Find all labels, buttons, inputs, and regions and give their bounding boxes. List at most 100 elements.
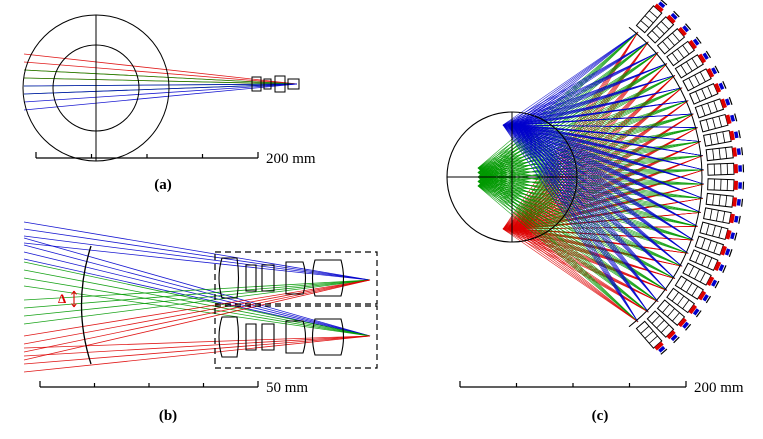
ray — [516, 124, 659, 302]
assembly-divider — [694, 269, 700, 280]
relay-lens-element — [274, 75, 286, 93]
ray — [23, 228, 371, 281]
channel-assembly-fan — [635, 0, 745, 355]
assembly-divider — [640, 20, 650, 29]
ray — [520, 124, 701, 213]
channel-assembly — [646, 310, 680, 344]
ray — [477, 172, 698, 227]
ray — [23, 83, 298, 103]
curved-image-surface — [80, 245, 92, 365]
assembly-end-cap — [738, 130, 741, 139]
ray — [23, 269, 371, 337]
assembly-divider — [713, 100, 718, 112]
channel-assembly — [703, 207, 741, 225]
delta-annotation: Δ — [58, 290, 77, 308]
ray — [520, 124, 683, 267]
assembly-divider — [699, 71, 706, 82]
panel-c-label: (c) — [592, 408, 609, 424]
sensor-blue-mark — [738, 165, 742, 172]
ray — [520, 124, 668, 291]
sensor-red-mark — [713, 261, 722, 272]
assembly-divider — [715, 132, 719, 144]
sensor-red-mark — [706, 276, 715, 287]
assembly-divider — [713, 242, 718, 254]
sensor-blue-mark — [692, 38, 700, 46]
sensor-red-mark — [732, 147, 738, 157]
ray — [477, 141, 701, 182]
assembly-divider — [688, 266, 695, 277]
scalebar-c-label: 200 mm — [694, 380, 744, 396]
assembly-divider — [712, 117, 716, 129]
channel-assembly — [666, 36, 702, 67]
ray — [516, 124, 639, 323]
ray — [520, 228, 694, 241]
assembly-divider — [660, 21, 670, 30]
scalebar-c — [459, 381, 687, 388]
channel-assembly — [694, 96, 733, 119]
ray — [23, 279, 371, 337]
ray — [477, 113, 694, 178]
ray — [507, 228, 639, 323]
ray — [520, 124, 703, 156]
ray — [23, 237, 371, 337]
ray — [477, 31, 639, 169]
ray — [520, 124, 704, 171]
sensor-blue-mark — [711, 67, 718, 75]
channel-lens-element — [285, 261, 307, 295]
ray — [477, 127, 698, 182]
assembly-end-cap — [673, 336, 680, 344]
ray — [477, 172, 689, 254]
assembly-divider — [695, 252, 701, 263]
ray — [23, 279, 371, 345]
assembly-divider — [660, 324, 670, 333]
assembly-divider — [651, 30, 660, 39]
sensor-blue-mark — [702, 52, 709, 60]
assembly-end-cap — [705, 50, 712, 59]
sensor-red-mark — [729, 213, 735, 224]
assembly-divider — [718, 116, 723, 127]
sensor-red-mark — [688, 304, 697, 315]
ray — [477, 167, 698, 227]
ray — [520, 228, 639, 323]
ray — [507, 124, 668, 291]
ray — [477, 167, 676, 279]
assembly-divider — [680, 64, 688, 75]
assembly-divider — [718, 148, 721, 160]
ray — [502, 124, 649, 313]
ray — [477, 167, 703, 199]
sensor-red-mark — [697, 290, 707, 301]
ray — [477, 169, 704, 173]
ray — [511, 124, 639, 323]
assembly-divider — [707, 86, 713, 97]
assembly-divider — [701, 105, 706, 116]
channel-assembly — [646, 10, 680, 44]
ray — [516, 124, 649, 313]
panel-b-ray-bundle — [23, 221, 371, 373]
sensor-blue-mark — [658, 345, 666, 353]
assembly-end-cap — [734, 232, 738, 241]
sensor-blue-mark — [734, 131, 739, 139]
assembly-divider — [651, 315, 660, 324]
channel-lens-element — [311, 259, 345, 297]
assembly-divider — [699, 272, 706, 283]
ray — [520, 52, 659, 126]
ray — [507, 127, 698, 230]
sensor-red-mark — [654, 3, 664, 13]
ray — [511, 124, 676, 279]
channel-assembly — [688, 249, 727, 273]
channel-lens-element — [218, 316, 240, 358]
assembly-divider — [672, 32, 680, 42]
sensor-blue-mark — [730, 232, 736, 240]
panel-c-ray-fan — [477, 31, 704, 323]
assembly-end-cap — [728, 249, 733, 258]
ray — [502, 124, 659, 302]
ray — [516, 52, 659, 126]
ray — [520, 124, 698, 227]
channel-assembly — [699, 221, 738, 241]
sensor-red-mark — [666, 330, 676, 340]
channel-assembly — [707, 162, 745, 176]
assembly-divider — [680, 279, 688, 290]
sensor-blue-mark — [658, 1, 666, 9]
assembly-divider — [722, 211, 726, 223]
ray — [520, 228, 668, 291]
